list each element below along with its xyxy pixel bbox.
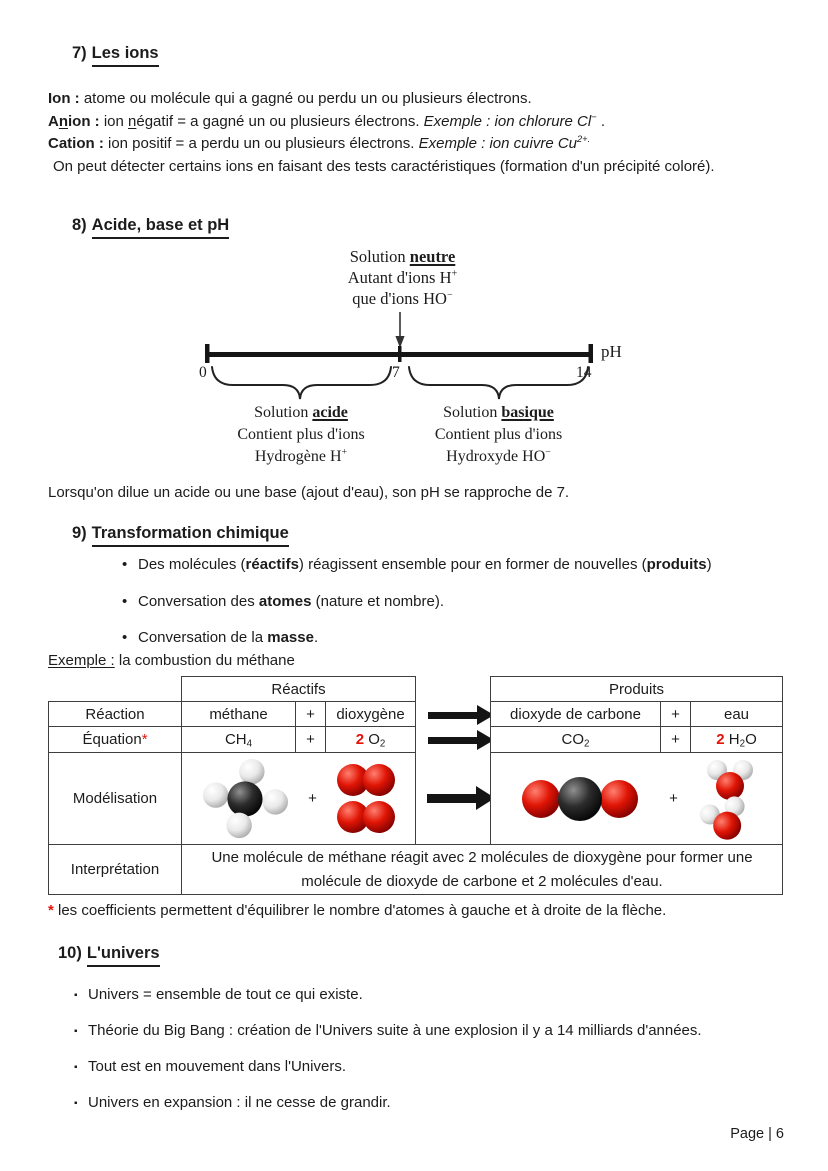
ion-definition-line: Ion : atome ou molécule qui a gagné ou p… [48, 90, 532, 107]
transformation-bullet-3: •Conversation de la masse. [122, 629, 319, 646]
reaction-arrow-icon [428, 730, 491, 750]
methane-model [203, 758, 289, 838]
produits-header: Produits [490, 676, 784, 702]
co2-model [522, 776, 639, 821]
square-bullet-icon: ▪ [74, 1097, 78, 1109]
formula-ch4: CH4 [181, 726, 296, 753]
section-7-number: 7) [72, 44, 87, 62]
reaction-table: Réactifs Produits Réaction méthane + dio… [48, 676, 784, 895]
ph-axis-label: pH [601, 342, 622, 361]
h2o-model [706, 759, 753, 800]
plus-sign: + [669, 790, 678, 807]
model-row-label: Modélisation [48, 752, 182, 845]
square-bullet-icon: ▪ [74, 1025, 78, 1037]
transformation-bullet-1: •Des molécules (réactifs) réagissent ens… [122, 556, 712, 573]
plus-sign: + [660, 726, 692, 753]
bullet-icon: • [122, 556, 128, 573]
universe-bullet-1: ▪Univers = ensemble de tout ce qui exist… [74, 986, 363, 1003]
reactifs-header: Réactifs [180, 676, 417, 702]
reaction-row: Réaction méthane + dioxygène dioxyde de … [48, 701, 784, 727]
section-10-title: L'univers [86, 944, 160, 967]
universe-bullet-3: ▪Tout est en mouvement dans l'Univers. [74, 1058, 346, 1075]
section-10-heading: 10)L'univers [58, 944, 160, 967]
o2-model [336, 801, 395, 833]
arrow-gap-cell [416, 753, 491, 845]
bullet-icon: • [122, 593, 128, 610]
section-9-heading: 9)Transformation chimique [72, 524, 289, 547]
product-co2-name: dioxyde de carbone [490, 701, 662, 727]
interpretation-row-label: Interprétation [48, 844, 182, 895]
arrow-gap-cell [416, 727, 491, 753]
bullet-icon: • [122, 629, 128, 646]
equation-row-label: Équation* [48, 726, 182, 753]
section-7-heading: 7)Les ions [72, 44, 159, 67]
base-solution-label: Solution basique Contient plus d'ions Hy… [434, 404, 563, 465]
section-7-title: Les ions [91, 44, 159, 67]
reaction-arrow-icon [427, 785, 491, 810]
underbrace-acid [211, 366, 392, 400]
transformation-bullet-2: •Conversation des atomes (nature et nomb… [122, 593, 444, 610]
section-8-title: Acide, base et pH [91, 216, 230, 239]
plus-sign: + [660, 701, 692, 727]
ph-tick-left [205, 344, 210, 363]
table-header-row: Réactifs Produits [49, 676, 784, 702]
ph-scale-graphics [205, 312, 593, 400]
plus-sign: + [295, 726, 326, 753]
reaction-row-label: Réaction [48, 701, 182, 727]
ph-tick-right [588, 344, 593, 363]
section-10-number: 10) [58, 944, 82, 962]
plus-sign: + [308, 790, 317, 807]
square-bullet-icon: ▪ [74, 1061, 78, 1073]
arrow-gap-cell [416, 677, 491, 702]
reactant-models-cell: + [180, 752, 417, 845]
reactant-dioxygene: dioxygène [324, 701, 417, 727]
example-line: Exemple : la combustion du méthane [48, 652, 295, 669]
cation-definition-line: Cation : ion positif = a perdu un ou plu… [48, 134, 591, 152]
reactant-methane: méthane [181, 701, 296, 727]
ph-tick-label-7: 7 [392, 364, 400, 381]
neutral-solution-label: Solution neutre Autant d'ions H+ que d'i… [347, 247, 458, 308]
ions-definitions: Ion : atome ou molécule qui a gagné ou p… [48, 88, 793, 178]
dioxygen-models [335, 763, 397, 834]
universe-bullet-2: ▪Théorie du Big Bang : création de l'Uni… [74, 1022, 702, 1039]
formula-2o2: 2 O2 [324, 726, 417, 753]
page-number: Page | 6 [730, 1126, 784, 1142]
formula-co2: CO2 [490, 726, 662, 753]
equation-row: Équation* CH4 + 2 O2 CO2 + 2 H2O [48, 726, 784, 753]
product-models-cell: + [490, 752, 784, 845]
acid-solution-label: Solution acide Contient plus d'ions Hydr… [237, 404, 365, 465]
product-eau: eau [690, 701, 784, 727]
reaction-arrow-icon [428, 704, 491, 725]
formula-2h2o: 2 H2O [690, 726, 784, 753]
o2-model [336, 764, 395, 796]
plus-sign: + [295, 701, 326, 727]
interpretation-text: Une molécule de méthane réagit avec 2 mo… [180, 844, 784, 895]
section-8-heading: 8)Acide, base et pH [72, 216, 230, 239]
h2o-model [699, 795, 745, 840]
dilution-note: Lorsqu'on dilue un acide ou une base (aj… [48, 484, 570, 501]
coefficients-footnote: * les coefficients permettent d'équilibr… [48, 902, 667, 919]
section-9-number: 9) [72, 524, 87, 542]
square-bullet-icon: ▪ [74, 989, 78, 1001]
arrow-gap-cell [416, 702, 491, 727]
universe-bullet-4: ▪Univers en expansion : il ne cesse de g… [74, 1094, 391, 1111]
underbrace-base [408, 366, 589, 400]
ph-tick-label-14: 14 [576, 364, 592, 381]
section-9-title: Transformation chimique [91, 524, 289, 547]
section-8-number: 8) [72, 216, 87, 234]
interpretation-row: Interprétation Une molécule de méthane r… [48, 844, 784, 895]
model-row: Modélisation + [48, 752, 784, 845]
ions-detection-line: On peut détecter certains ions en faisan… [53, 157, 715, 175]
ph-tick-middle [398, 346, 402, 362]
ph-tick-label-0: 0 [199, 364, 207, 381]
empty-corner-cell [49, 677, 182, 702]
water-models [699, 756, 758, 842]
anion-definition-line: Anion : ion négatif = a gagné un ou plus… [48, 111, 606, 130]
ph-diagram: Solution neutre Autant d'ions H+ que d'i… [0, 246, 828, 478]
